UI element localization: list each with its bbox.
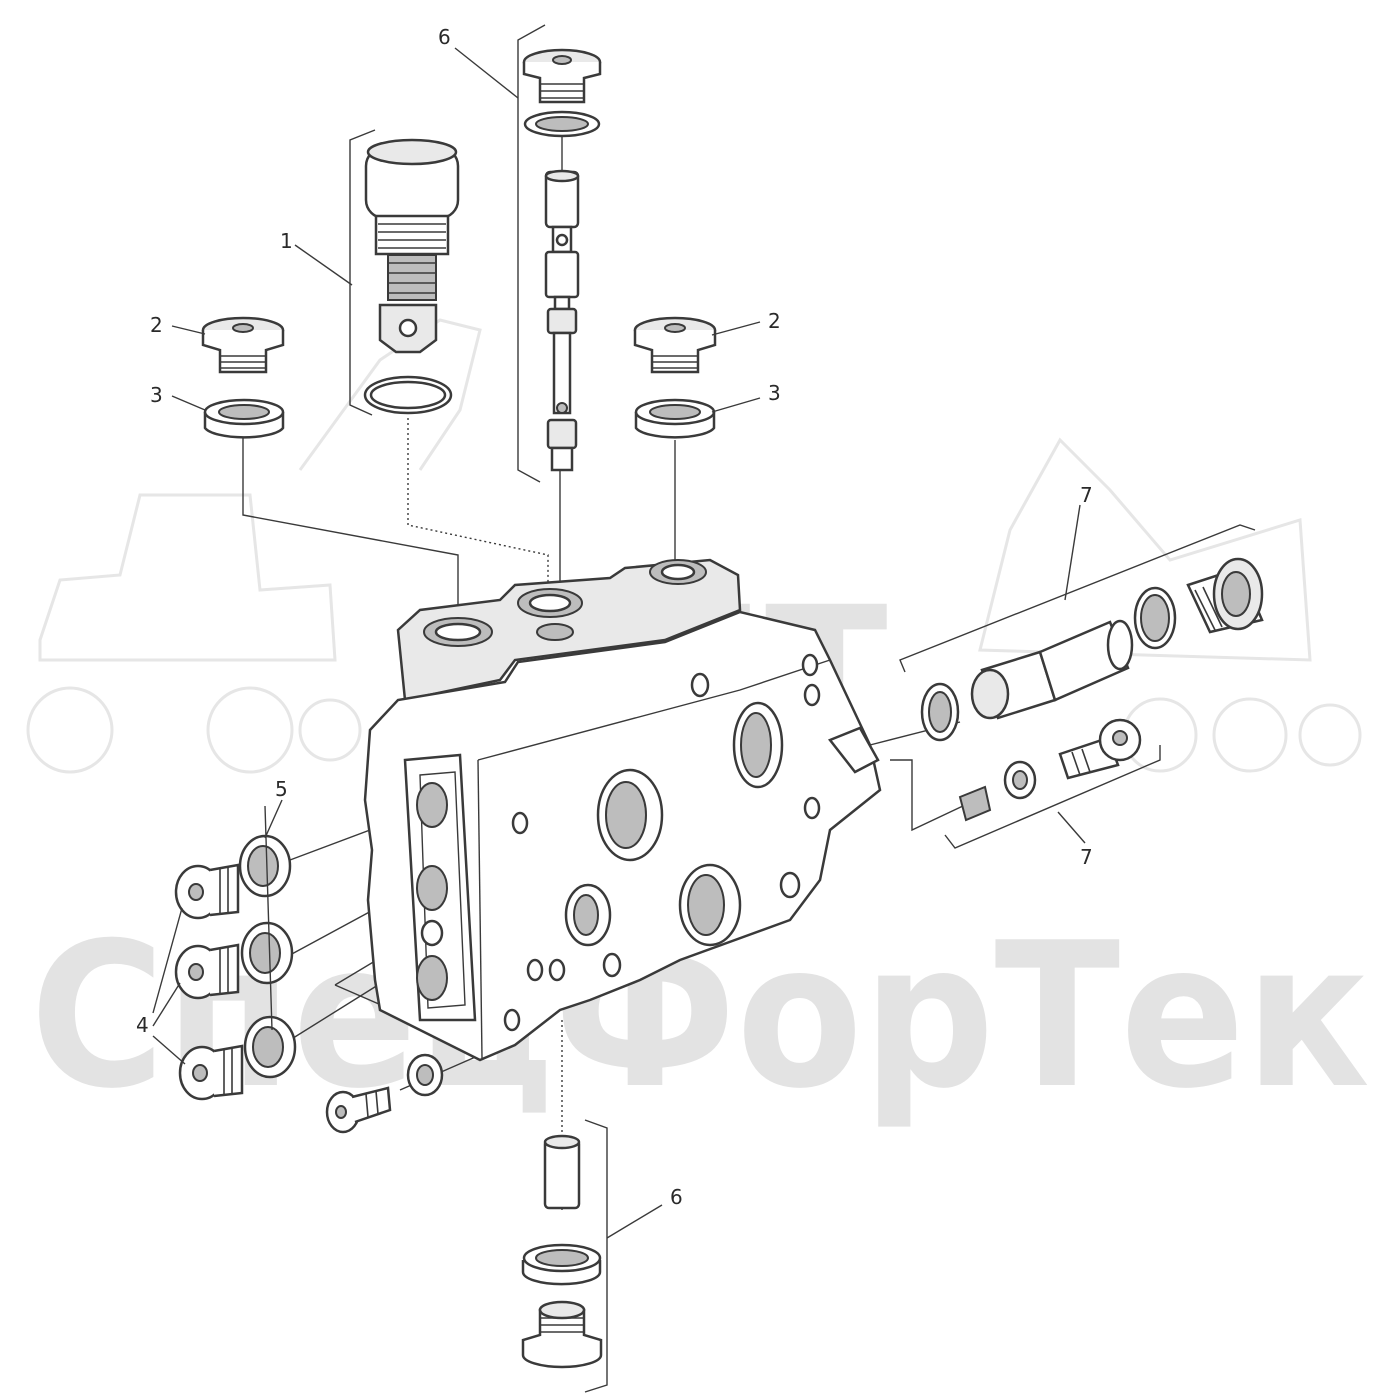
part-6-check-valve-bottom [521, 1134, 603, 1369]
callout-6-bottom: 6 [670, 1185, 683, 1209]
callout-leaders [152, 47, 1086, 1239]
part-6-check-valve-top [522, 48, 602, 472]
callout-5: 5 [275, 777, 288, 801]
watermark-tractor-left-icon [26, 318, 482, 774]
part-6-top-group-bracket [517, 24, 546, 483]
part-7-spool-assembly [920, 557, 1264, 742]
callout-3-left: 3 [150, 383, 163, 407]
callout-1: 1 [280, 229, 293, 253]
part-6-bottom-group-bracket [584, 1119, 608, 1393]
washer-bottom-left [406, 1053, 444, 1097]
callout-6-top: 6 [438, 25, 451, 49]
part-2-plug-right [633, 316, 717, 374]
part-5-connector [264, 805, 273, 1031]
part-7-bottom-group-bracket [944, 745, 1161, 849]
callout-4: 4 [136, 1013, 149, 1037]
part-4-plug-a [174, 863, 240, 920]
callout-7-top: 7 [1080, 483, 1093, 507]
part-2-plug-left [201, 316, 285, 374]
bolt-bottom-left [325, 1086, 392, 1134]
valve-body [363, 558, 882, 1062]
part-5-ring-a [238, 834, 292, 898]
part-1-relief-valve [363, 138, 460, 415]
part-1-group-bracket [349, 129, 376, 416]
part-7-top-group-bracket [899, 524, 1256, 673]
part-3-seal-ring-left [203, 398, 285, 439]
callout-3-right: 3 [768, 381, 781, 405]
part-4-plug-b [174, 943, 240, 1000]
part-7-screw-set [958, 718, 1142, 822]
part-5-ring-c [243, 1015, 297, 1079]
callout-2-right: 2 [768, 309, 781, 333]
callout-7-bottom: 7 [1080, 845, 1093, 869]
part-5-ring-b [240, 921, 294, 985]
part-3-seal-ring-right [634, 398, 716, 439]
part-4-plug-c [178, 1044, 244, 1101]
callout-2-left: 2 [150, 313, 163, 337]
watermark-tractor-right-icon [978, 437, 1362, 773]
